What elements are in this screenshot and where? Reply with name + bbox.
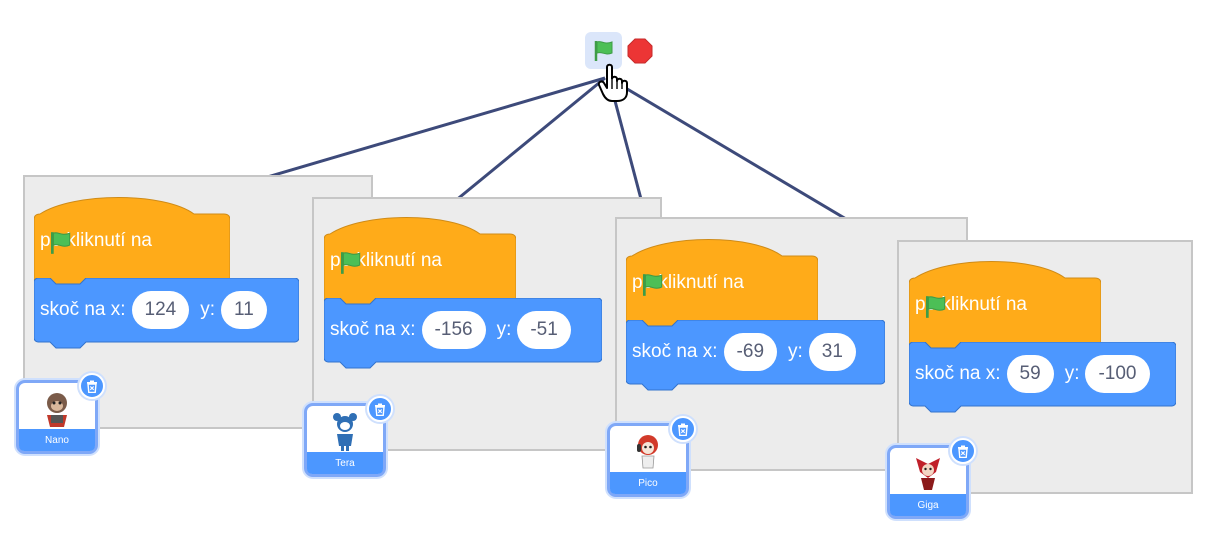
go-to-xy-block[interactable]: skoč na x: -156 y: -51 [324, 298, 602, 374]
green-flag-button[interactable] [585, 32, 622, 69]
sprite-tile-giga[interactable]: Giga [887, 438, 976, 519]
sprite-name: Nano [19, 429, 95, 451]
sprite-name: Giga [890, 494, 966, 516]
sprite-name: Pico [610, 472, 686, 494]
green-flag-icon [642, 274, 663, 296]
sprite-tile-nano[interactable]: Nano [16, 373, 105, 454]
monkey-sprite-icon [47, 393, 67, 427]
when-flag-clicked-block[interactable]: po kliknutí na [324, 214, 516, 304]
giga-sprite-icon [916, 458, 940, 490]
y-label: y: [1064, 363, 1080, 384]
when-flag-clicked-block[interactable]: po kliknutí na [626, 236, 818, 326]
go-to-xy-block[interactable]: skoč na x: 59 y: -100 [909, 342, 1176, 418]
green-flag-icon [925, 296, 946, 318]
go-to-x-label: skoč na x: [915, 363, 1001, 384]
trash-icon [87, 380, 97, 393]
green-flag-icon [50, 232, 71, 254]
stop-icon [627, 38, 653, 64]
delete-sprite-button[interactable] [950, 438, 976, 464]
trash-icon [375, 403, 385, 416]
when-flag-clicked-block[interactable]: po kliknutí na [34, 194, 230, 284]
delete-sprite-button[interactable] [79, 373, 105, 399]
sprite-tile-tera[interactable]: Tera [304, 396, 393, 477]
delete-sprite-button[interactable] [367, 396, 393, 422]
go-to-xy-block[interactable]: skoč na x: 124 y: 11 [34, 278, 299, 354]
y-label: y: [200, 299, 216, 320]
y-input[interactable]: 31 [808, 333, 856, 371]
stop-button[interactable] [627, 38, 653, 64]
sprite-thumbnail [307, 410, 383, 454]
trash-icon [958, 445, 968, 458]
sprite-tile-pico[interactable]: Pico [607, 416, 696, 497]
y-label: y: [496, 319, 512, 340]
x-input[interactable]: -69 [723, 333, 778, 371]
stage-controls [585, 32, 665, 72]
hand-cursor-icon [597, 63, 628, 102]
green-flag-icon [340, 252, 361, 274]
delete-sprite-button[interactable] [670, 416, 696, 442]
go-to-x-label: skoč na x: [330, 319, 416, 340]
x-input[interactable]: -156 [421, 311, 486, 349]
trash-icon [678, 423, 688, 436]
go-to-xy-block[interactable]: skoč na x: -69 y: 31 [626, 320, 885, 396]
go-to-x-label: skoč na x: [632, 341, 718, 362]
when-flag-clicked-block[interactable]: po kliknutí na [909, 258, 1101, 348]
y-input[interactable]: -51 [517, 311, 571, 349]
y-input[interactable]: 11 [221, 291, 267, 329]
sprite-thumbnail [610, 430, 686, 474]
y-label: y: [788, 341, 803, 362]
x-input[interactable]: 124 [131, 291, 190, 329]
robot-sprite-icon [333, 413, 357, 451]
y-input[interactable]: -100 [1085, 355, 1150, 393]
x-input[interactable]: 59 [1006, 355, 1054, 393]
sprite-thumbnail [890, 452, 966, 496]
sprite-name: Tera [307, 452, 383, 474]
go-to-x-label: skoč na x: [40, 299, 126, 320]
pico-sprite-icon [637, 435, 658, 469]
sprite-thumbnail [19, 387, 95, 431]
green-flag-icon [594, 40, 612, 61]
